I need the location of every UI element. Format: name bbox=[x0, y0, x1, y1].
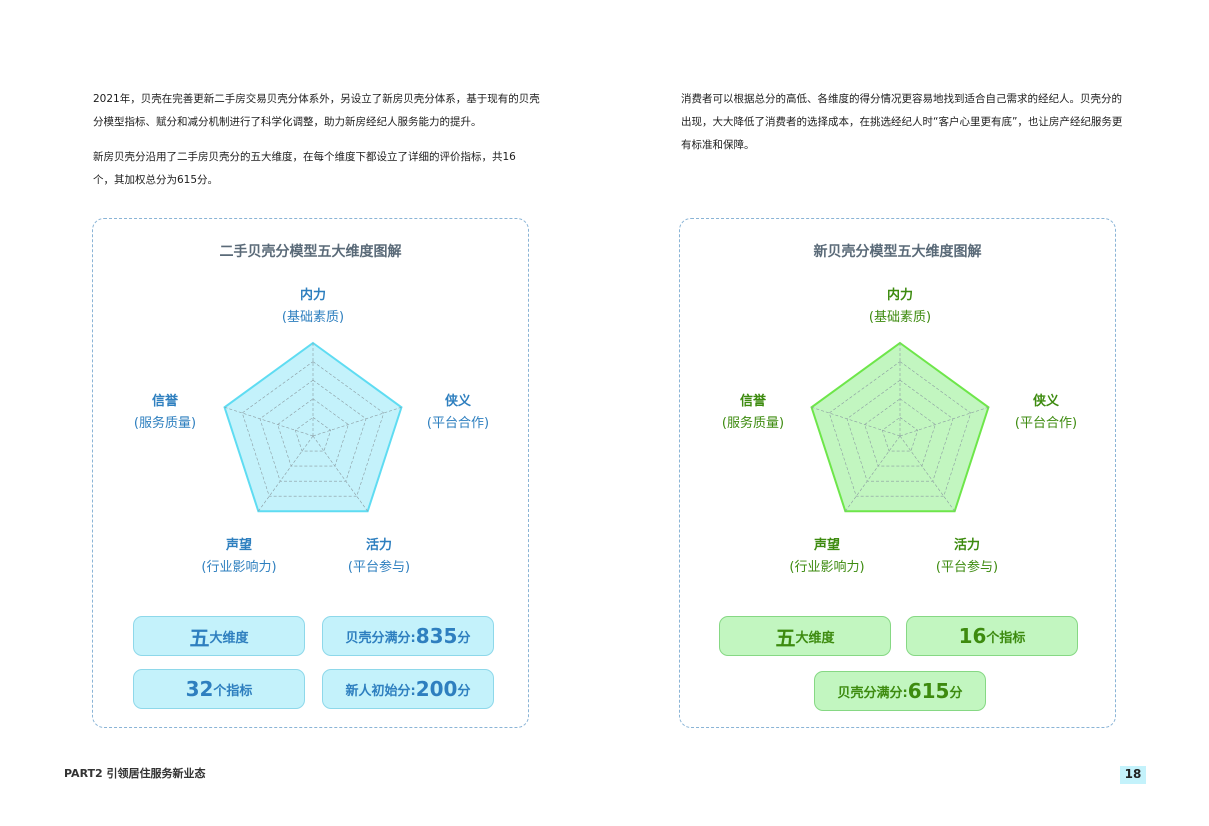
badge-label: 个指标 bbox=[986, 630, 1026, 646]
dimension-top: 内力 (基础素质) bbox=[253, 285, 373, 329]
radar-grid-ring bbox=[864, 398, 936, 467]
dimension-name: 活力 bbox=[365, 538, 392, 553]
badge-unit: 分 bbox=[457, 630, 471, 646]
badge-label: 个指标 bbox=[213, 683, 253, 699]
dimension-name: 声望 bbox=[225, 538, 252, 553]
radar-grid-ring bbox=[241, 361, 385, 497]
section-footer: PART2 引领居住服务新业态 bbox=[64, 767, 206, 780]
badge-unit: 分 bbox=[457, 683, 471, 699]
dimension-sub: (平台参与) bbox=[347, 560, 411, 575]
badge-number: 五 bbox=[189, 625, 210, 650]
badge-label: 贝壳分满分: bbox=[837, 685, 908, 701]
right-paragraph-line-2: 出现，大大降低了消费者的选择成本，在挑选经纪人时“客户心里更有底”，也让房产经纪… bbox=[681, 116, 1123, 128]
radar-chart bbox=[810, 341, 990, 513]
radar-outline bbox=[223, 341, 403, 513]
radar-axis bbox=[899, 435, 955, 512]
dimension-sub: (平台合作) bbox=[1014, 416, 1078, 431]
dimension-name: 信誉 bbox=[151, 394, 178, 409]
panel-title: 新贝壳分模型五大维度图解 bbox=[813, 244, 982, 260]
badge-dimensions: 五大维度 bbox=[719, 616, 891, 656]
badge-label: 大维度 bbox=[795, 630, 835, 646]
radar-axis bbox=[845, 435, 901, 512]
badge-number: 五 bbox=[775, 625, 796, 650]
radar-outline bbox=[810, 341, 990, 513]
old-score-model-panel: 二手贝壳分模型五大维度图解 内力 (基础素质) 侠义 (平台合作) 信誉 (服务… bbox=[92, 218, 529, 728]
dimension-top: 内力 (基础素质) bbox=[840, 285, 960, 329]
radar-axis bbox=[258, 435, 314, 512]
right-paragraph-line-3: 有标准和保障。 bbox=[681, 139, 755, 151]
paragraph-2-line-2: 个，其加权总分为615分。 bbox=[93, 174, 219, 186]
badge-number: 32 bbox=[185, 677, 214, 701]
dimension-name: 内力 bbox=[886, 288, 913, 303]
dimension-bottom-right: 活力 (平台参与) bbox=[319, 535, 439, 579]
radar-chart bbox=[223, 341, 403, 513]
page-number: 18 bbox=[1120, 766, 1146, 784]
dimension-name: 信誉 bbox=[739, 394, 766, 409]
right-paragraph-line-1: 消费者可以根据总分的高低、各维度的得分情况更容易地找到适合自己需求的经纪人。贝壳… bbox=[681, 93, 1122, 105]
radar-axis bbox=[224, 406, 314, 437]
dimension-right: 侠义 (平台合作) bbox=[986, 391, 1106, 435]
dimension-sub: (平台参与) bbox=[935, 560, 999, 575]
dimension-sub: (行业影响力) bbox=[201, 560, 277, 575]
dimension-sub: (基础素质) bbox=[868, 310, 932, 325]
panel-title: 二手贝壳分模型五大维度图解 bbox=[219, 244, 402, 260]
radar-grid-ring bbox=[881, 417, 919, 452]
dimension-sub: (基础素质) bbox=[281, 310, 345, 325]
dimension-name: 侠义 bbox=[1032, 394, 1059, 409]
dimension-left: 信誉 (服务质量) bbox=[105, 391, 225, 435]
new-score-model-panel: 新贝壳分模型五大维度图解 内力 (基础素质) 侠义 (平台合作) 信誉 (服务质… bbox=[679, 218, 1116, 728]
radar-grid-ring bbox=[277, 398, 349, 467]
radar-axis bbox=[312, 435, 368, 512]
badge-unit: 分 bbox=[949, 685, 963, 701]
dimension-name: 声望 bbox=[813, 538, 840, 553]
paragraph-1-line-2: 分模型指标、赋分和减分机制进行了科学化调整，助力新房经纪人服务能力的提升。 bbox=[93, 116, 482, 128]
dimension-name: 侠义 bbox=[444, 394, 471, 409]
dimension-bottom-left: 声望 (行业影响力) bbox=[767, 535, 887, 579]
dimension-sub: (平台合作) bbox=[426, 416, 490, 431]
dimension-right: 侠义 (平台合作) bbox=[398, 391, 518, 435]
paragraph-2-line-1: 新房贝壳分沿用了二手房贝壳分的五大维度，在每个维度下都设立了详细的评价指标，共1… bbox=[93, 151, 516, 163]
dimension-bottom-right: 活力 (平台参与) bbox=[907, 535, 1027, 579]
dimension-name: 活力 bbox=[953, 538, 980, 553]
badge-label: 新人初始分: bbox=[345, 683, 416, 699]
badge-number: 16 bbox=[958, 624, 987, 648]
dimension-sub: (行业影响力) bbox=[789, 560, 865, 575]
radar-axis bbox=[811, 406, 901, 437]
radar-grid-ring bbox=[828, 361, 972, 497]
badge-label: 贝壳分满分: bbox=[345, 630, 416, 646]
badge-dimensions: 五大维度 bbox=[133, 616, 305, 656]
radar-grid-ring bbox=[294, 417, 332, 452]
dimension-bottom-left: 声望 (行业影响力) bbox=[179, 535, 299, 579]
dimension-sub: (服务质量) bbox=[721, 416, 785, 431]
badge-label: 大维度 bbox=[209, 630, 249, 646]
badge-number: 835 bbox=[415, 624, 458, 648]
dimension-sub: (服务质量) bbox=[133, 416, 197, 431]
right-paragraph: 消费者可以根据总分的高低、各维度的得分情况更容易地找到适合自己需求的经纪人。贝壳… bbox=[681, 88, 1122, 157]
dimension-name: 内力 bbox=[299, 288, 326, 303]
badge-number: 200 bbox=[415, 677, 458, 701]
dimension-left: 信誉 (服务质量) bbox=[693, 391, 813, 435]
radar-axis bbox=[312, 406, 402, 437]
paragraph-1-line-1: 2021年，贝壳在完善更新二手房交易贝壳分体系外，另设立了新房贝壳分体系，基于现… bbox=[93, 93, 540, 105]
badge-number: 615 bbox=[907, 679, 950, 703]
radar-axis bbox=[899, 406, 989, 437]
paragraph-2: 新房贝壳分沿用了二手房贝壳分的五大维度，在每个维度下都设立了详细的评价指标，共1… bbox=[93, 146, 516, 192]
paragraph-1: 2021年，贝壳在完善更新二手房交易贝壳分体系外，另设立了新房贝壳分体系，基于现… bbox=[93, 88, 540, 134]
